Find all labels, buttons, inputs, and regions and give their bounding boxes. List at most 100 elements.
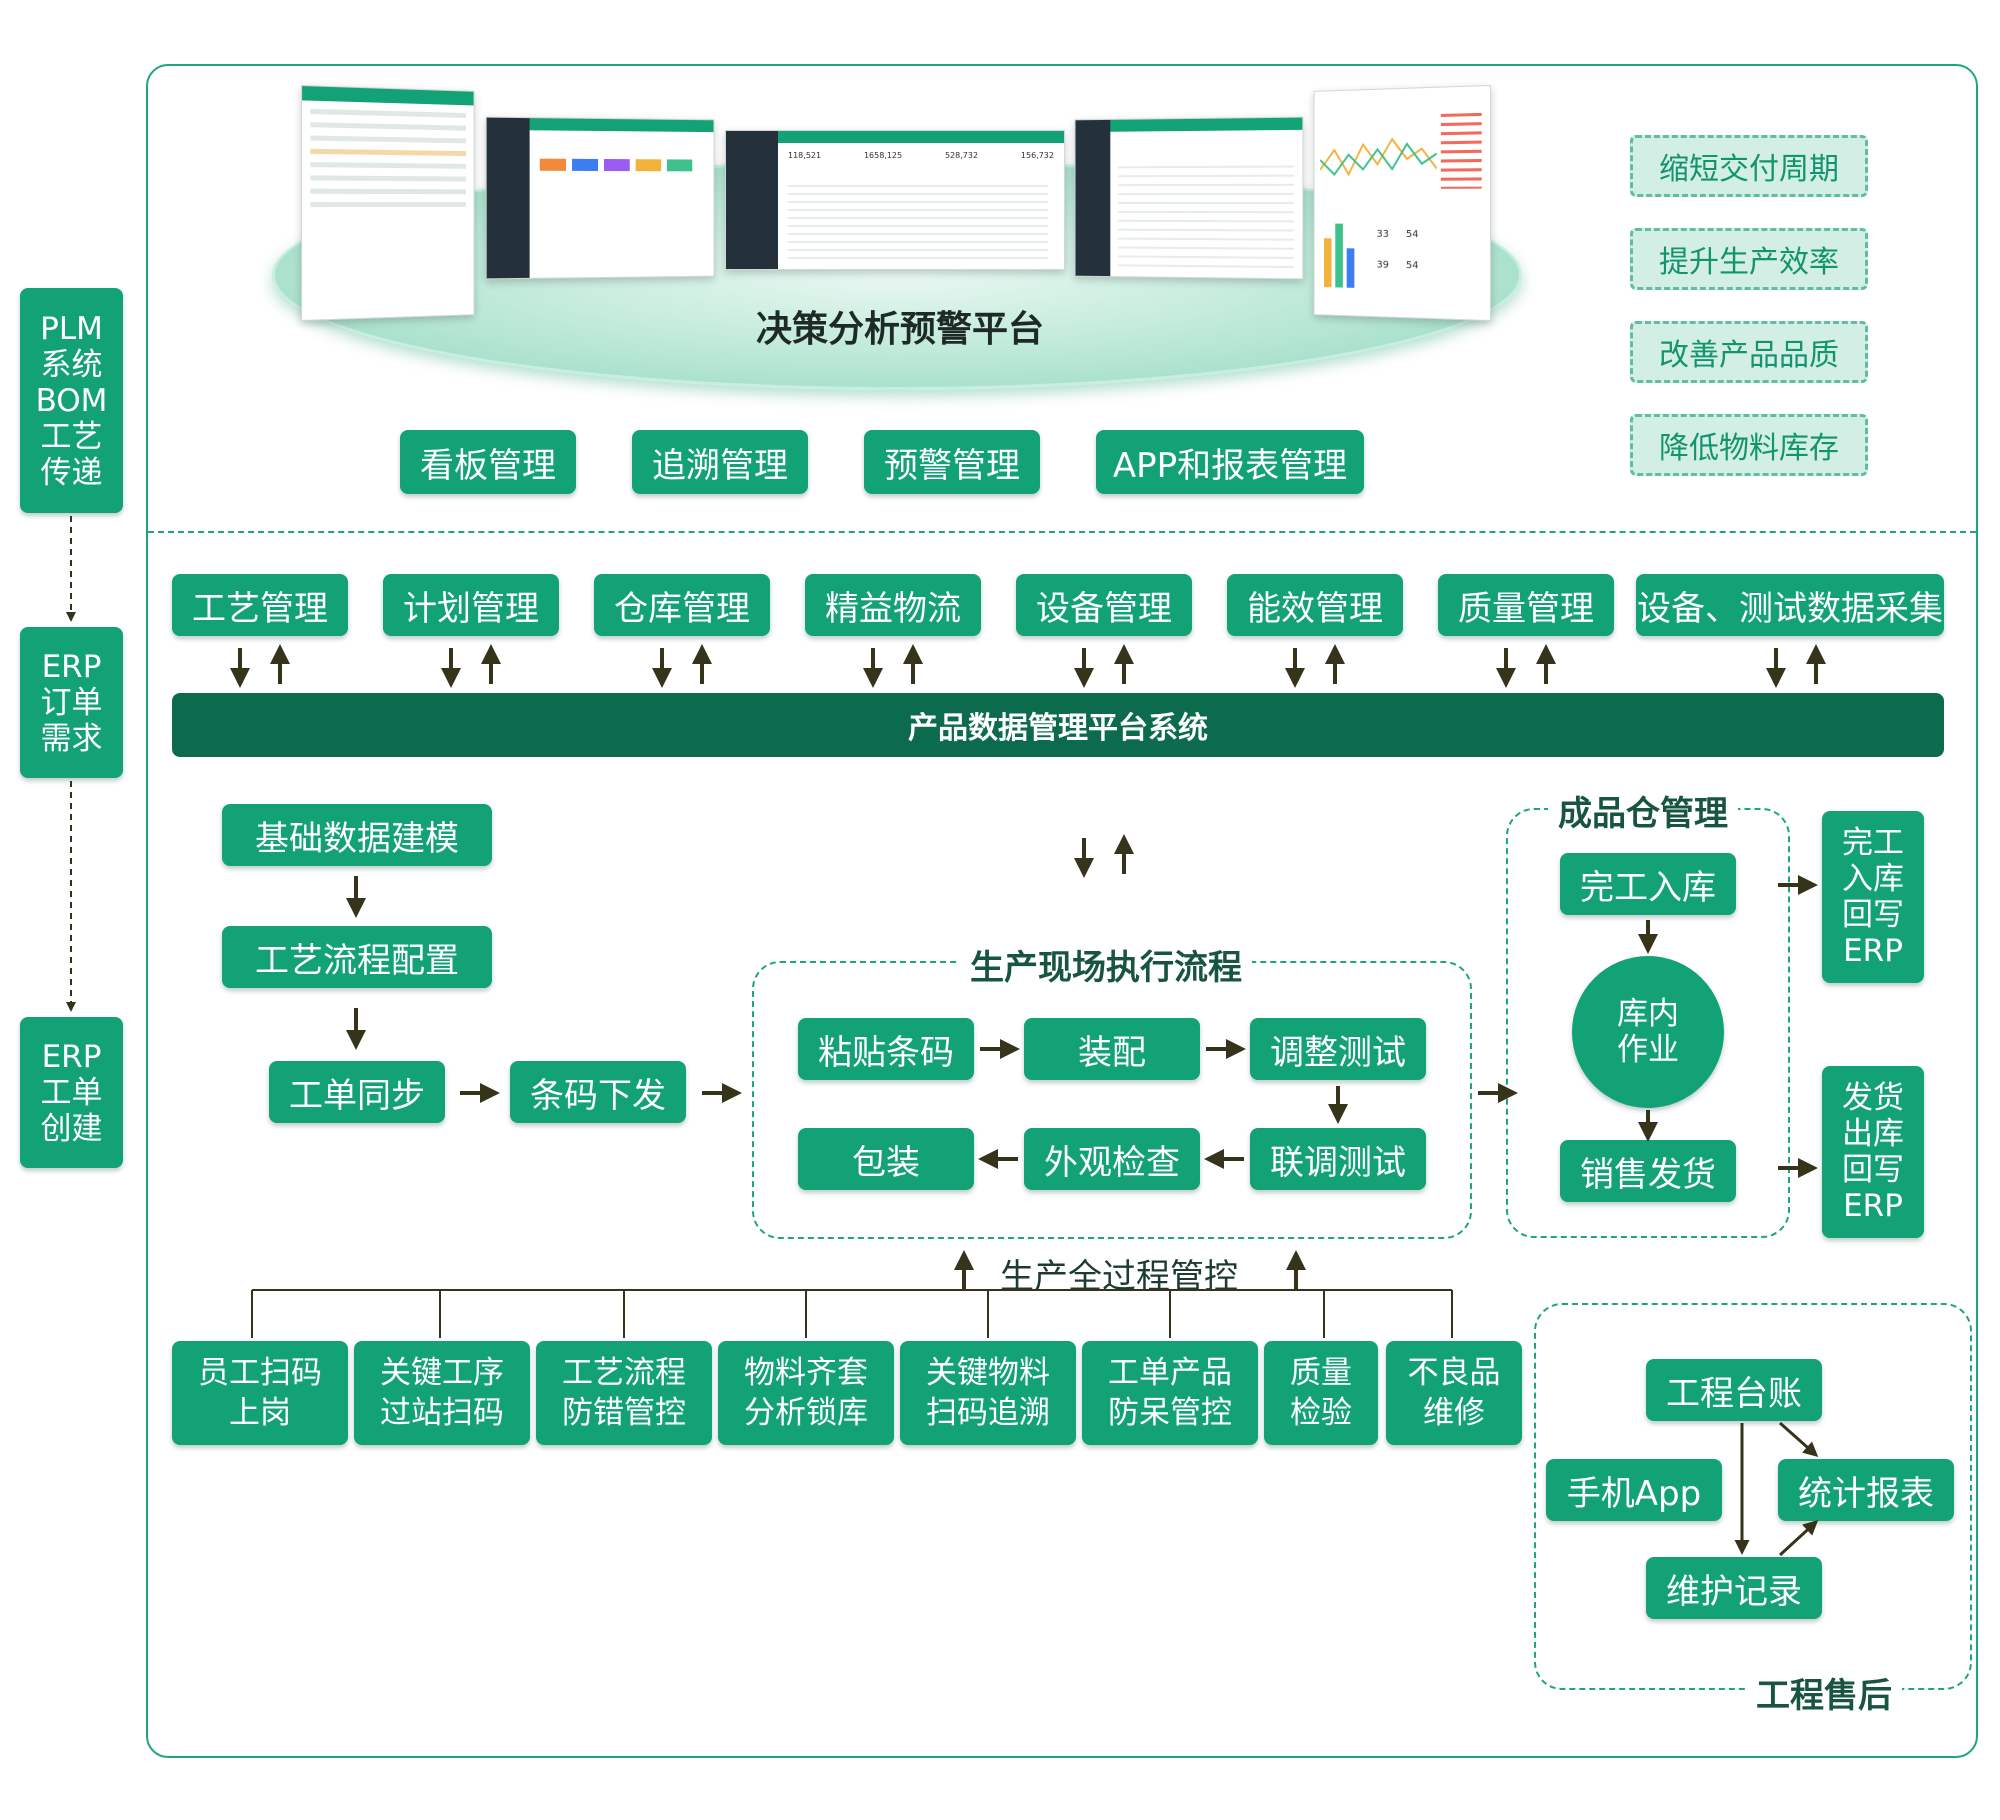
app-report-button[interactable]: APP和报表管理 [1096,430,1364,494]
dashboard-screen-1 [301,84,475,322]
erp-inbound-writeback-box[interactable]: 完工 入库 回写 ERP [1822,811,1924,983]
module-plan-label: 计划管理 [403,588,539,629]
module-equipment-label: 设备管理 [1036,588,1172,629]
step-joint-test[interactable]: 联调测试 [1250,1128,1426,1190]
completion-inbound-box[interactable]: 完工入库 [1560,853,1736,915]
data-modeling-label: 基础数据建模 [255,818,459,859]
module-energy[interactable]: 能效管理 [1227,574,1403,636]
step-visual-inspection-label: 外观检查 [1044,1142,1180,1183]
module-warehouse-label: 仓库管理 [614,588,750,629]
sales-shipping-label: 销售发货 [1580,1154,1716,1195]
sales-shipping-box[interactable]: 销售发货 [1560,1140,1736,1202]
dashboard-screen-2 [485,116,715,280]
stats-report-box[interactable]: 统计报表 [1778,1459,1954,1521]
erp-work-label: ERP 工单 创建 [40,1038,103,1147]
plm-label: PLM 系统 BOM 工艺 传递 [35,310,108,491]
trace-label: 追溯管理 [652,445,788,486]
benefit-3-label: 改善产品品质 [1659,338,1839,373]
module-quality-label: 质量管理 [1458,588,1594,629]
step-joint-test-label: 联调测试 [1270,1142,1406,1183]
control-employee-scan-label: 员工扫码 上岗 [198,1355,322,1431]
kanban-button[interactable]: 看板管理 [400,430,576,494]
module-equipment[interactable]: 设备管理 [1016,574,1192,636]
step-paste-barcode[interactable]: 粘贴条码 [798,1018,974,1080]
module-plan[interactable]: 计划管理 [383,574,559,636]
dashboard-screen-4 [1074,116,1304,280]
control-key-material-trace[interactable]: 关键物料 扫码追溯 [900,1341,1076,1445]
dashboard-screen-3: 118,521 1658,125 528,732 156,732 [725,130,1065,270]
after-sales-title: 工程售后 [1746,1668,1902,1717]
step-paste-barcode-label: 粘贴条码 [818,1032,954,1073]
warning-label: 预警管理 [884,445,1020,486]
module-data-collection[interactable]: 设备、测试数据采集 [1636,574,1944,636]
benefit-2-label: 提升生产效率 [1659,245,1839,280]
step-adjust-test[interactable]: 调整测试 [1250,1018,1426,1080]
control-quality-inspection-label: 质量 检验 [1290,1355,1352,1431]
module-warehouse[interactable]: 仓库管理 [594,574,770,636]
execution-region [752,961,1472,1239]
maintenance-record-label: 维护记录 [1666,1571,1802,1612]
module-logistics-label: 精益物流 [825,588,961,629]
kpi-2: 1658,125 [863,151,903,160]
control-defect-repair[interactable]: 不良品 维修 [1386,1341,1522,1445]
section-divider [148,531,1976,533]
warehouse-operation-circle[interactable]: 库内 作业 [1572,956,1724,1108]
barcode-issue-box[interactable]: 条码下发 [510,1061,686,1123]
step-assembly[interactable]: 装配 [1024,1018,1200,1080]
module-quality[interactable]: 质量管理 [1438,574,1614,636]
data-modeling-box[interactable]: 基础数据建模 [222,804,492,866]
trace-button[interactable]: 追溯管理 [632,430,808,494]
kpi-1: 118,521 [788,151,822,160]
warning-button[interactable]: 预警管理 [864,430,1040,494]
maintenance-record-box[interactable]: 维护记录 [1646,1557,1822,1619]
engineering-ledger-box[interactable]: 工程台账 [1646,1359,1822,1421]
erp-order-label: ERP 订单 需求 [40,648,103,757]
control-employee-scan[interactable]: 员工扫码 上岗 [172,1341,348,1445]
module-data-collection-label: 设备、测试数据采集 [1637,588,1943,629]
erp-outbound-writeback-label: 发货 出库 回写 ERP [1842,1080,1904,1224]
control-quality-inspection[interactable]: 质量 检验 [1264,1341,1378,1445]
step-packaging-label: 包装 [852,1142,920,1183]
control-process-errorproof[interactable]: 工艺流程 防错管控 [536,1341,712,1445]
benefit-2: 提升生产效率 [1630,228,1868,290]
step-packaging[interactable]: 包装 [798,1128,974,1190]
module-process[interactable]: 工艺管理 [172,574,348,636]
erp-order-box[interactable]: ERP 订单 需求 [20,627,123,778]
module-logistics[interactable]: 精益物流 [805,574,981,636]
erp-inbound-writeback-label: 完工 入库 回写 ERP [1842,825,1904,969]
dashboard-screen-5: 33 54 39 54 [1313,84,1492,322]
kpi-b: 54 [1405,229,1419,241]
kanban-label: 看板管理 [420,445,556,486]
plm-box[interactable]: PLM 系统 BOM 工艺 传递 [20,288,123,513]
main-frame [146,64,1978,1758]
work-sync-box[interactable]: 工单同步 [269,1061,445,1123]
control-work-order-foolproof[interactable]: 工单产品 防呆管控 [1082,1341,1258,1445]
control-process-errorproof-label: 工艺流程 防错管控 [562,1355,686,1431]
step-adjust-test-label: 调整测试 [1270,1032,1406,1073]
control-key-station-scan[interactable]: 关键工序 过站扫码 [354,1341,530,1445]
kpi-a: 33 [1376,228,1389,240]
stats-report-label: 统计报表 [1798,1473,1934,1514]
kpi-4: 156,732 [1020,151,1054,160]
control-key-station-scan-label: 关键工序 过站扫码 [380,1355,504,1431]
pdm-platform-label: 产品数据管理平台系统 [908,711,1208,746]
process-config-label: 工艺流程配置 [255,940,459,981]
module-energy-label: 能效管理 [1247,588,1383,629]
erp-outbound-writeback-box[interactable]: 发货 出库 回写 ERP [1822,1066,1924,1238]
control-material-kitting-label: 物料齐套 分析锁库 [744,1355,868,1431]
kpi-3: 528,732 [944,151,979,160]
process-config-box[interactable]: 工艺流程配置 [222,926,492,988]
control-defect-repair-label: 不良品 维修 [1407,1355,1501,1431]
erp-work-box[interactable]: ERP 工单 创建 [20,1017,123,1168]
execution-title: 生产现场执行流程 [960,940,1252,989]
app-report-label: APP和报表管理 [1112,445,1348,486]
control-key-material-trace-label: 关键物料 扫码追溯 [926,1355,1050,1431]
kpi-c: 39 [1376,259,1389,271]
control-material-kitting[interactable]: 物料齐套 分析锁库 [718,1341,894,1445]
benefit-4: 降低物料库存 [1630,414,1868,476]
platform-title: 决策分析预警平台 [755,309,1044,350]
mobile-app-box[interactable]: 手机App [1546,1459,1722,1521]
work-sync-label: 工单同步 [289,1075,425,1116]
control-work-order-foolproof-label: 工单产品 防呆管控 [1108,1355,1232,1431]
step-visual-inspection[interactable]: 外观检查 [1024,1128,1200,1190]
